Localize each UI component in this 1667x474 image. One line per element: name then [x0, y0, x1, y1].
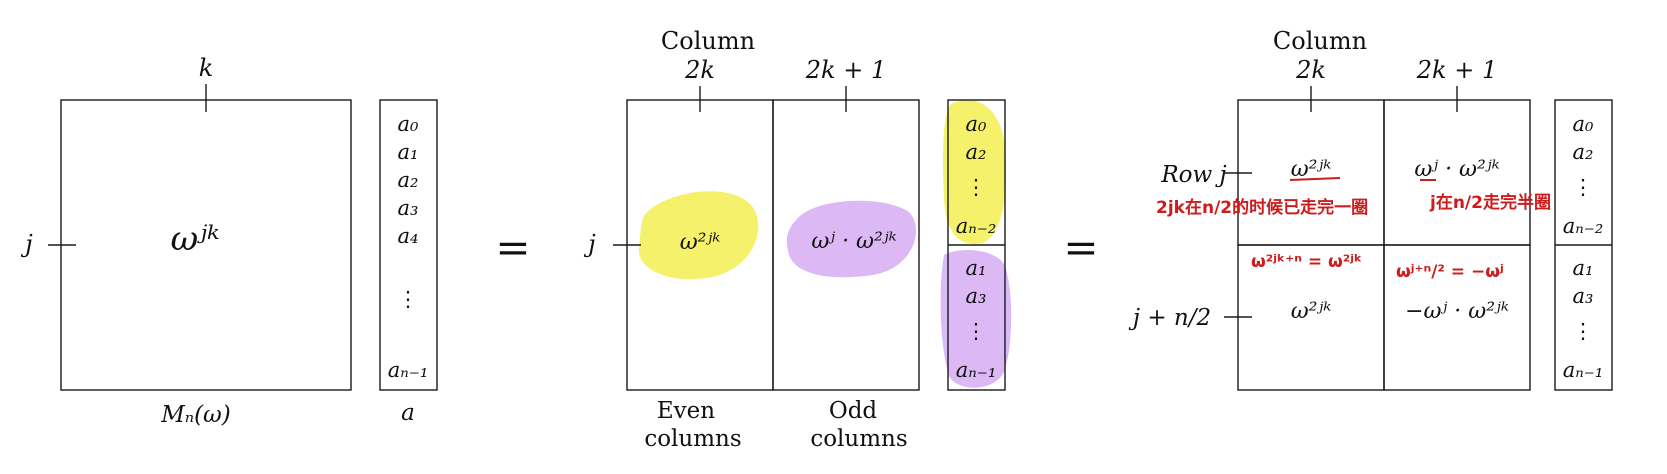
vector-entry: a₃: [966, 284, 987, 308]
equals-sign-2: =: [1063, 223, 1098, 272]
row-j-half-label: j + n/2: [1128, 305, 1211, 331]
vector-ellipsis: ⋮: [1573, 175, 1594, 199]
block-bottom-right: [1383, 244, 1531, 391]
even-caption: columns: [644, 426, 741, 452]
vector-entry: a₁: [398, 140, 419, 164]
vector-split-entries: a₀ a₂ ⋮ aₙ₋₂ a₁ a₃ ⋮ aₙ₋₁: [956, 112, 997, 382]
vector-entry: aₙ₋₁: [956, 358, 997, 382]
vector-entry: a₄: [398, 224, 419, 248]
vector-entry: a₀: [398, 112, 420, 136]
row-j-label: j: [20, 230, 33, 258]
block-entry-top-right: ωʲ · ω²ʲᵏ: [1414, 157, 1499, 182]
even-entry: ω²ʲᵏ: [680, 230, 721, 255]
vector-ellipsis: ⋮: [966, 175, 987, 199]
annotation-identity-odd: ωʲ⁺ⁿ/² = −ωʲ: [1396, 262, 1504, 282]
vector-entry: aₙ₋₁: [388, 358, 429, 382]
vector-entry: a₀: [1573, 112, 1595, 136]
vector-entry: aₙ₋₁: [1563, 358, 1604, 382]
vector-entry: a₂: [398, 168, 419, 192]
vector-ellipsis: ⋮: [966, 319, 987, 343]
annotation-underline-2jk: [1289, 177, 1341, 181]
even-entry-yellow-highlight: [638, 191, 759, 280]
vector-entry: a₃: [1573, 284, 1594, 308]
vector-entry: a₃: [398, 196, 419, 220]
vector-entry: aₙ₋₂: [1563, 214, 1604, 238]
vector-entry: a₂: [1573, 140, 1594, 164]
column-heading: Column: [661, 27, 755, 55]
odd-entry-purple-highlight: [786, 200, 917, 278]
col-2k1-label: 2k + 1: [1416, 56, 1497, 84]
col-2k-label: 2k: [684, 56, 715, 84]
col-2k1-label: 2k + 1: [805, 56, 886, 84]
odd-caption: Odd: [829, 398, 878, 424]
vector-label: a: [401, 400, 415, 426]
annotation-note-j-half-circle: j在n/2走完半圈: [1429, 192, 1551, 213]
odd-entry: ωʲ · ω²ʲᵏ: [811, 229, 896, 254]
block-entry-bottom-left: ω²ʲᵏ: [1291, 299, 1332, 324]
annotation-identity-even: ω²ʲᵏ⁺ⁿ = ω²ʲᵏ: [1251, 252, 1362, 272]
matrix-label: Mₙ(ω): [160, 402, 231, 428]
vector-entry: a₀: [966, 112, 988, 136]
vector-split-entries: a₀ a₂ ⋮ aₙ₋₂ a₁ a₃ ⋮ aₙ₋₁: [1563, 112, 1604, 382]
vector-entry: aₙ₋₂: [956, 214, 997, 238]
vector-entry: a₂: [966, 140, 987, 164]
column-heading: Column: [1273, 27, 1367, 55]
vector-entry: a₁: [1573, 256, 1594, 280]
row-j-label: Row j: [1160, 162, 1226, 188]
equals-sign-1: =: [495, 223, 530, 272]
vector-a-entries: a₀ a₁ a₂ a₃ a₄ ⋮ aₙ₋₁: [388, 112, 429, 382]
row-j-label: j: [583, 230, 596, 258]
col-2k-label: 2k: [1295, 56, 1326, 84]
col-k-label: k: [199, 54, 214, 82]
block-entry-bottom-right: −ωʲ · ω²ʲᵏ: [1405, 299, 1509, 324]
odd-caption: columns: [810, 426, 907, 452]
vector-a: [379, 99, 438, 391]
even-vector-yellow-highlight: [942, 99, 1007, 245]
even-caption: Even: [657, 398, 715, 424]
vector-entry: a₁: [966, 256, 987, 280]
vector-ellipsis: ⋮: [398, 287, 419, 311]
annotation-note-2jk-full-circle: 2jk在n/2的时候已走完一圈: [1156, 197, 1368, 218]
vector-ellipsis: ⋮: [1573, 319, 1594, 343]
odd-vector-purple-highlight: [940, 250, 1012, 388]
odd-columns-block: [772, 99, 920, 391]
matrix-entry-omega-jk: ωʲᵏ: [170, 219, 219, 259]
